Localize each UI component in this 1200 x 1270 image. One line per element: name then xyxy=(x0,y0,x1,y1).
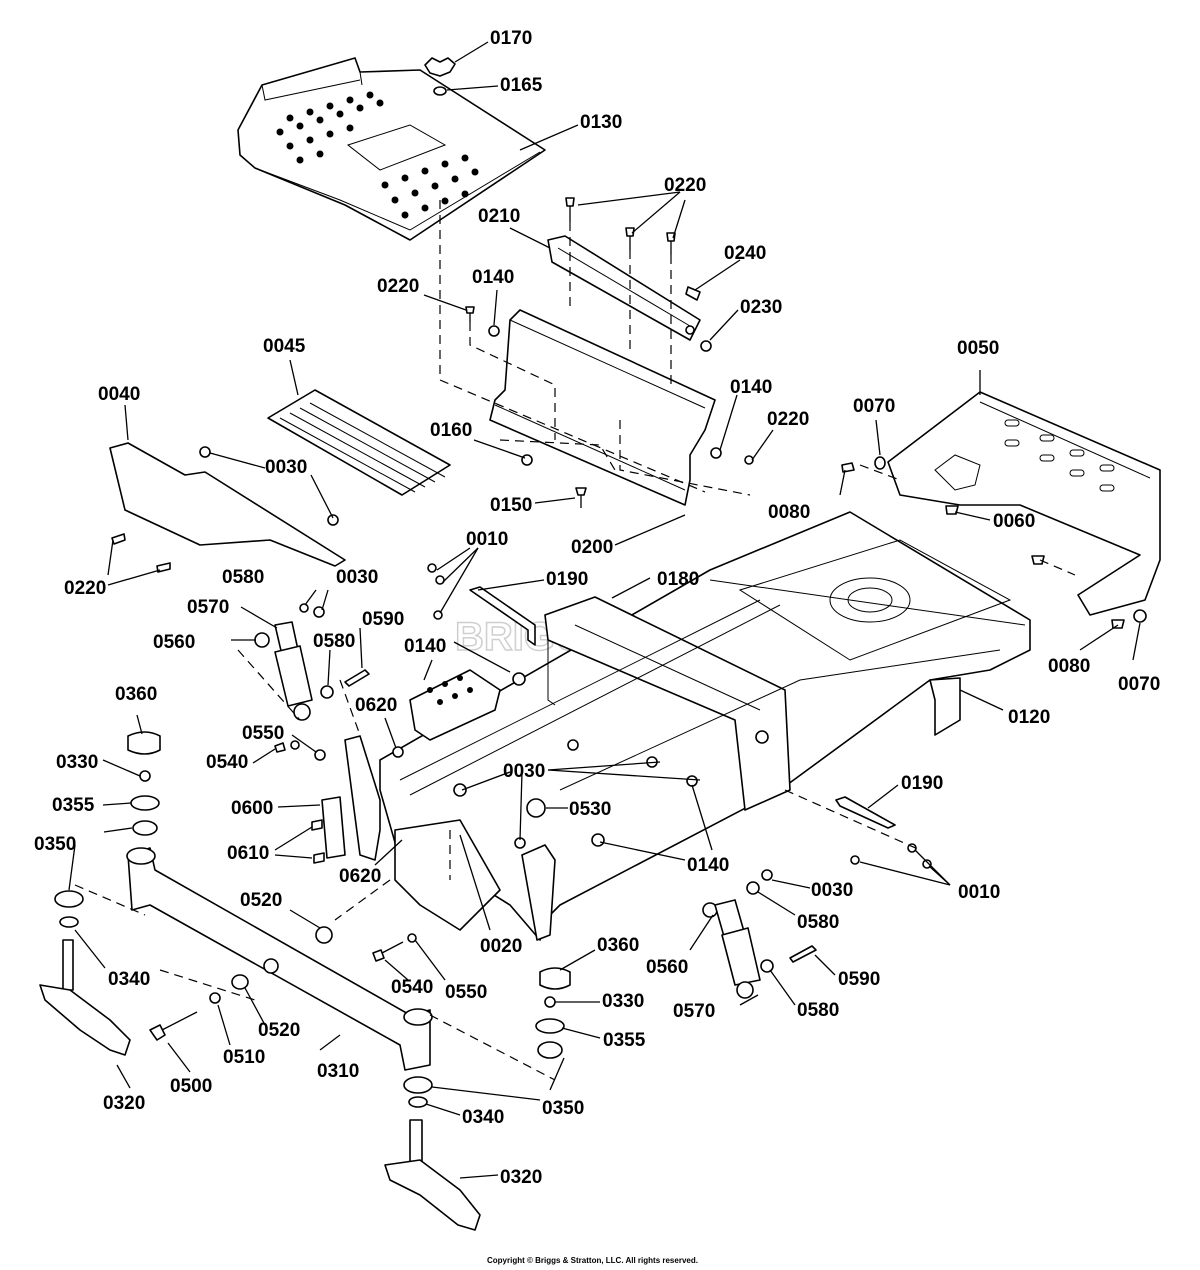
callout-0330-right: 0330 xyxy=(602,991,644,1012)
callout-0190-top: 0190 xyxy=(546,569,588,590)
callout-0560-left: 0560 xyxy=(153,632,195,653)
axle-hardware xyxy=(149,740,417,1041)
callout-0330-left: 0330 xyxy=(56,752,98,773)
callout-0590-left: 0590 xyxy=(362,609,404,630)
callout-0530: 0530 xyxy=(569,799,611,820)
callout-0080-right: 0080 xyxy=(1048,656,1090,677)
callout-0150: 0150 xyxy=(490,495,532,516)
callout-0620-bottom: 0620 xyxy=(339,866,381,887)
callout-0340-right: 0340 xyxy=(462,1107,504,1128)
callout-0120: 0120 xyxy=(1008,707,1050,728)
callout-0140-top: 0140 xyxy=(472,267,514,288)
callout-0010-top: 0010 xyxy=(466,529,508,550)
callout-0220-top: 0220 xyxy=(664,175,706,196)
copyright-notice: Copyright © Briggs & Stratton, LLC. All … xyxy=(487,1256,698,1265)
callout-0160: 0160 xyxy=(430,420,472,441)
callout-0080-left: 0080 xyxy=(768,502,810,523)
callout-0360-left: 0360 xyxy=(115,684,157,705)
bracket-0210 xyxy=(547,235,701,341)
callout-0340-left: 0340 xyxy=(108,969,150,990)
callout-0030-right: 0030 xyxy=(811,880,853,901)
support-bars xyxy=(469,586,896,829)
side-panel xyxy=(109,442,346,573)
callout-0580-top: 0580 xyxy=(222,567,264,588)
callout-0540-left: 0540 xyxy=(206,752,248,773)
callout-0550-left: 0550 xyxy=(242,723,284,744)
spindle-left xyxy=(39,890,131,1056)
callout-0050: 0050 xyxy=(957,338,999,359)
callout-0350-right: 0350 xyxy=(542,1098,584,1119)
callout-0520-bottom: 0520 xyxy=(258,1020,300,1041)
bumper-stack-right xyxy=(535,967,571,1059)
callout-0140-frame: 0140 xyxy=(404,636,446,657)
callout-0500: 0500 xyxy=(170,1076,212,1097)
callout-0310: 0310 xyxy=(317,1061,359,1082)
callout-0200: 0200 xyxy=(571,537,613,558)
callout-0010-right: 0010 xyxy=(958,882,1000,903)
callout-0230: 0230 xyxy=(740,297,782,318)
callout-0045: 0045 xyxy=(263,336,306,357)
alignment-lines xyxy=(74,200,1076,1081)
callout-0320-right: 0320 xyxy=(500,1167,542,1188)
callout-0070-top: 0070 xyxy=(853,396,895,417)
callout-0540-right: 0540 xyxy=(391,977,433,998)
callout-0070-bottom: 0070 xyxy=(1118,674,1160,695)
frame-hardware xyxy=(299,563,932,869)
callout-0030-shock: 0030 xyxy=(336,567,378,588)
seat-mount xyxy=(488,309,754,508)
knob xyxy=(424,57,456,96)
callout-0355-right: 0355 xyxy=(603,1030,646,1051)
callout-0360-right: 0360 xyxy=(597,935,639,956)
spindle-right xyxy=(384,1076,481,1231)
floor-mat xyxy=(267,389,451,496)
right-shock xyxy=(702,869,817,999)
callout-0190-right: 0190 xyxy=(901,773,943,794)
main-frame xyxy=(344,511,1031,941)
rear-guard xyxy=(841,391,1161,629)
callout-0580-right-bottom: 0580 xyxy=(797,1000,839,1021)
callout-0165: 0165 xyxy=(500,75,543,96)
front-axle xyxy=(126,847,433,1071)
leader-lines xyxy=(68,41,1141,1179)
callout-0220-left: 0220 xyxy=(377,276,419,297)
callout-0320-left: 0320 xyxy=(103,1093,145,1114)
callout-0220-mount: 0220 xyxy=(767,409,809,430)
callout-0570-left: 0570 xyxy=(187,597,229,618)
callout-0040: 0040 xyxy=(98,384,140,405)
callout-0140-mount: 0140 xyxy=(730,377,772,398)
callout-0030-frame: 0030 xyxy=(503,761,545,782)
bumper-stack-left xyxy=(127,731,161,836)
callout-0030-panel: 0030 xyxy=(265,457,307,478)
callout-0560-right: 0560 xyxy=(646,957,688,978)
bolts-0220 xyxy=(465,197,712,352)
callout-0240: 0240 xyxy=(724,243,766,264)
callout-labels: 0170 0165 0130 0220 0210 0240 0230 0220 … xyxy=(34,28,1160,1188)
callout-0140-lower: 0140 xyxy=(687,855,729,876)
callout-0210: 0210 xyxy=(478,206,520,227)
callout-0610: 0610 xyxy=(227,843,269,864)
callout-0520-top: 0520 xyxy=(240,890,282,911)
callout-0580-mid: 0580 xyxy=(313,631,355,652)
callout-0130: 0130 xyxy=(580,112,622,133)
callout-0170: 0170 xyxy=(490,28,532,49)
callout-0220-panel: 0220 xyxy=(64,578,106,599)
foot-plate xyxy=(237,57,546,241)
callout-0355-left: 0355 xyxy=(52,795,95,816)
mounting-plate xyxy=(311,796,346,864)
left-shock xyxy=(254,621,370,721)
callout-0060: 0060 xyxy=(993,511,1035,532)
callout-0510: 0510 xyxy=(223,1047,265,1068)
callout-0570-right: 0570 xyxy=(673,1001,715,1022)
callout-0600: 0600 xyxy=(231,798,273,819)
callout-0180: 0180 xyxy=(657,569,699,590)
callout-0620-top: 0620 xyxy=(355,695,397,716)
callout-0350-left: 0350 xyxy=(34,834,76,855)
callout-0580-right-top: 0580 xyxy=(797,912,839,933)
callout-0590-right: 0590 xyxy=(838,969,880,990)
callout-0020: 0020 xyxy=(480,936,522,957)
callout-0550-right: 0550 xyxy=(445,982,487,1003)
